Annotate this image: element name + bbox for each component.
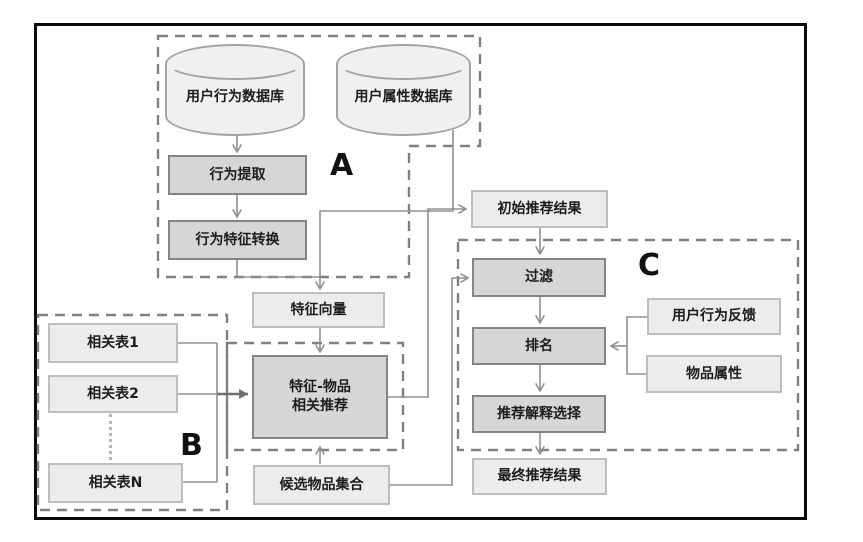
behavior-extract-node: 行为提取	[168, 155, 307, 195]
behavior-feature-convert-node: 行为特征转换	[168, 220, 307, 260]
candidate-item-set-node: 候选物品集合	[253, 465, 390, 505]
related-table-n-node: 相关表N	[48, 463, 183, 503]
region-c-label: C	[638, 248, 661, 283]
edge-convert-to-junction	[236, 260, 320, 278]
filter-node: 过滤	[472, 258, 606, 297]
final-results-node: 最终推荐结果	[472, 458, 607, 495]
cylinder-rim	[165, 44, 305, 80]
user-behavior-feedback-node: 用户行为反馈	[647, 298, 781, 335]
related-table-1-node: 相关表1	[48, 323, 178, 363]
region-a-label: A	[330, 148, 354, 183]
ellipsis-dots	[109, 414, 112, 460]
initial-results-node: 初始推荐结果	[471, 190, 608, 228]
attribute-database-cylinder: 用户属性数据库	[336, 44, 471, 136]
feature-item-recommend-node: 特征-物品 相关推荐	[252, 355, 388, 439]
region-b-outline	[36, 313, 229, 512]
item-attributes-node: 物品属性	[646, 355, 782, 393]
region-a-outline	[156, 34, 482, 279]
region-b-label: B	[180, 428, 203, 463]
region-c-outline	[456, 238, 800, 452]
edge-attributedb-to-featurevector	[320, 130, 454, 289]
cylinder-rim	[336, 44, 471, 80]
behavior-database-label: 用户行为数据库	[186, 89, 284, 105]
outer-frame	[34, 23, 807, 520]
edge-candidates-to-filter	[390, 278, 468, 486]
feature-vector-node: 特征向量	[252, 292, 385, 328]
related-table-2-node: 相关表2	[48, 375, 178, 413]
attribute-database-label: 用户属性数据库	[354, 89, 453, 105]
behavior-database-cylinder: 用户行为数据库	[165, 44, 305, 136]
edge-feedback-attributes-bracket	[626, 316, 647, 375]
edge-recommender-to-initial	[388, 209, 466, 398]
explanation-select-node: 推荐解释选择	[472, 395, 606, 433]
ranking-node: 排名	[472, 327, 606, 365]
